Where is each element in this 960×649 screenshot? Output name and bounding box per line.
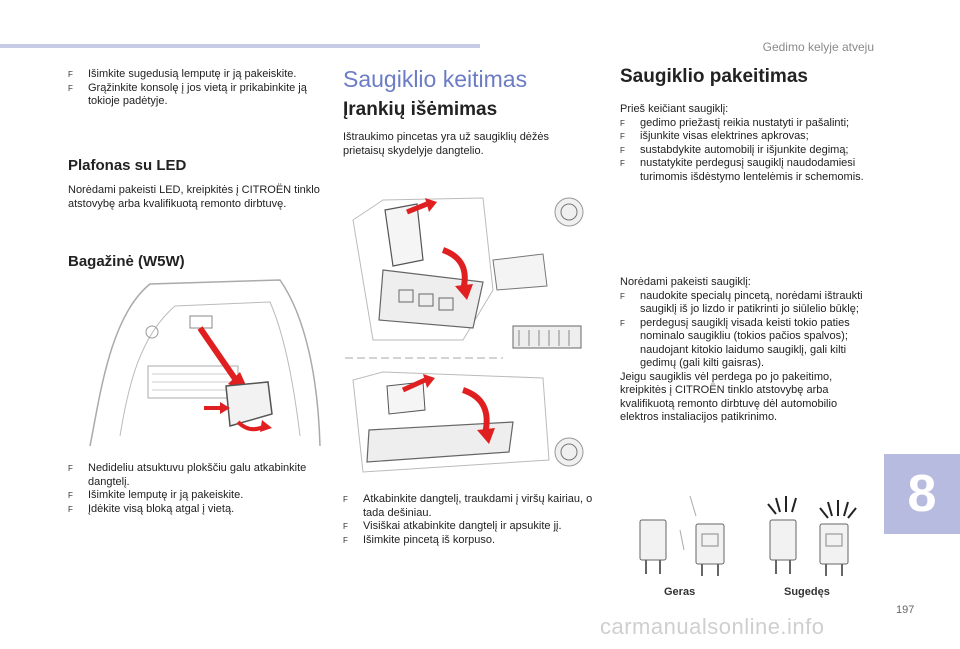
list-item: gedimo priežastį reikia nustatyti ir paš… — [620, 117, 878, 131]
closing-text: Jeigu saugiklis vėl perdega po jo pakeit… — [620, 370, 838, 424]
trunk-title: Bagažinė (W5W) — [68, 253, 185, 270]
fuse-comparison-illustration — [639, 495, 857, 576]
replace-text: Norėdami pakeisti saugiklį: — [620, 276, 751, 288]
intro-bullets: Išimkite sugedusią lemputę ir ją pakeisk… — [68, 68, 318, 109]
watermark: carmanualsonline.info — [600, 614, 825, 639]
chapter-tab: 8 — [884, 454, 960, 534]
page-header: Gedimo kelyje atveju — [762, 40, 874, 54]
fuse-box-bullets: Atkabinkite dangtelį, traukdami į viršų … — [343, 493, 601, 547]
fuse-change-title: Saugiklio keitimas — [343, 66, 528, 92]
list-item: išjunkite visas elektrines apkrovas; — [620, 130, 878, 144]
top-accent-bar — [0, 44, 480, 48]
led-title: Plafonas su LED — [68, 157, 187, 174]
trunk-bullets: Nedideliu atsuktuvu plokščiu galu atkabi… — [68, 462, 320, 516]
list-item: perdegusį saugiklį visada keisti tokio p… — [620, 317, 878, 371]
before-section: Prieš keičiant saugiklį: gedimo priežast… — [620, 103, 878, 184]
list-item: Grąžinkite konsolę į jos vietą ir prikab… — [68, 82, 318, 109]
tools-text: Ištraukimo pincetas yra už saugiklių dėž… — [343, 131, 550, 157]
led-text: Norėdami pakeisti LED, kreipkitės į CITR… — [68, 184, 320, 210]
list-item: Nedideliu atsuktuvu plokščiu galu atkabi… — [68, 462, 320, 489]
list-item: Visiškai atkabinkite dangtelį ir apsukit… — [343, 520, 601, 534]
fuse-good-label: Geras — [664, 586, 696, 598]
list-item: naudokite specialų pincetą, norėdami išt… — [620, 290, 878, 317]
page-number: 197 — [896, 604, 915, 616]
list-item: Atkabinkite dangtelį, traukdami į viršų … — [343, 493, 601, 520]
list-item: Išimkite sugedusią lemputę ir ją pakeisk… — [68, 68, 318, 82]
before-text: Prieš keičiant saugiklį: — [620, 103, 729, 115]
list-item: Įdėkite visą bloką atgal į vietą. — [68, 503, 320, 517]
trunk-lamp-illustration — [89, 279, 321, 447]
tools-removal-title: Įrankių išėmimas — [343, 99, 498, 120]
fuse-replacement-title: Saugiklio pakeitimas — [620, 66, 808, 87]
replace-section: Norėdami pakeisti saugiklį: naudokite sp… — [620, 276, 878, 425]
list-item: nustatykite perdegusį saugiklį naudodami… — [620, 157, 878, 184]
list-item: sustabdykite automobilį ir išjunkite deg… — [620, 144, 878, 158]
fuse-box-illustration — [345, 197, 584, 473]
fuse-blown-label: Sugedęs — [784, 586, 830, 598]
list-item: Išimkite pincetą iš korpuso. — [343, 534, 601, 548]
list-item: Išimkite lemputę ir ją pakeiskite. — [68, 489, 320, 503]
